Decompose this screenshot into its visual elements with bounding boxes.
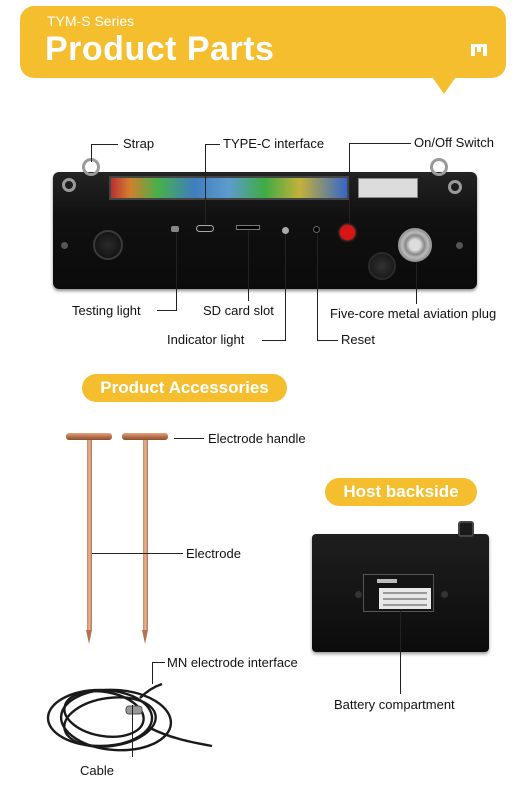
leader-handle-h [174,438,204,439]
indicator-light-led [282,227,289,234]
screw-right [456,242,463,249]
power-button [340,225,355,240]
back-screw-right [441,591,448,598]
label-electrode: Electrode [186,546,241,561]
label-reset: Reset [341,332,375,347]
leader-reset-h [317,340,338,341]
leader-sd-v [248,231,249,301]
label-aviation-plug: Five-core metal aviation plug [330,306,497,321]
leader-typec-h [205,144,220,145]
leader-testing-v [176,232,177,310]
label-testing-light: Testing light [72,303,141,318]
electrode-tip-right [142,630,148,644]
leader-strap-v [91,144,92,162]
rubber-cap [93,230,123,260]
label-type-c: TYPE-C interface [223,136,325,151]
strap-clip-right [430,158,448,176]
leader-battery-v [400,610,401,694]
leader-mn-h [152,662,165,663]
strap-ring-left [62,178,76,192]
type-c-port [196,225,214,232]
leader-typec-v [205,144,206,224]
backside-heading: Host backside [325,478,477,506]
back-port-cap [458,521,474,537]
leader-electrode-h [92,553,183,554]
accessories-heading: Product Accessories [82,374,287,402]
leader-indicator-v [285,234,286,340]
device-screen-side [358,178,418,198]
electrode-rod-right [143,440,148,630]
label-on-off: On/Off Switch [414,135,494,150]
electrode-rod-left [87,440,92,630]
electrode-tip-left [86,630,92,644]
label-strap: Strap [123,136,155,151]
label-sd-card: SD card slot [203,303,274,318]
electrode-handle-right [122,433,168,440]
leader-strap-h [91,144,118,145]
device-screen [109,176,349,200]
leader-indicator-h [262,340,286,341]
battery-sticker [379,588,431,609]
electrode-handle-left [66,433,112,440]
leader-onoff-h [349,143,411,144]
mn-connector [125,705,143,715]
leader-mn-v [152,662,153,684]
strap-ring-right [448,180,462,194]
reset-hole [313,226,320,233]
header-banner [20,6,506,78]
leader-cable-v [132,705,133,757]
leader-testing-h [157,310,177,311]
cable-image [46,682,213,752]
leader-plug-v [416,262,417,304]
leader-onoff-v [349,143,350,225]
battery-logo-mark [377,579,397,583]
screw-left [61,242,68,249]
label-mn-interface: MN electrode interface [167,655,298,670]
label-battery: Battery compartment [334,697,455,712]
aviation-plug-cap [368,252,396,280]
banner-tail [430,74,458,94]
testing-light-led [171,226,179,232]
label-indicator-light: Indicator light [167,332,245,347]
series-label: TYM-S Series [47,13,135,29]
sd-card-slot [236,225,260,230]
back-screw-left [355,591,362,598]
label-cable: Cable [80,763,114,778]
aviation-plug [398,228,432,262]
brand-logo-icon [471,44,487,56]
page-title: Product Parts [45,30,275,68]
label-electrode-handle: Electrode handle [208,431,306,446]
leader-reset-v [317,234,318,340]
